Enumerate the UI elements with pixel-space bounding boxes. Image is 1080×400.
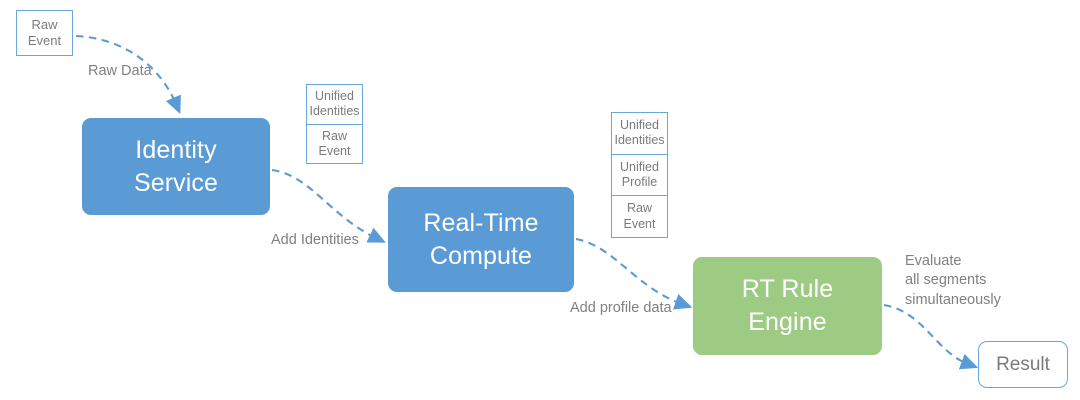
payload-stack-after-real-time-compute: Unified Identities Unified Profile Raw E… bbox=[611, 112, 668, 238]
payload-cell-unified-identities: Unified Identities bbox=[307, 85, 362, 125]
edge-label-evaluate-segments: Evaluate all segments simultaneously bbox=[905, 253, 1001, 308]
node-rt-rule-engine[interactable]: RT Rule Engine bbox=[693, 257, 882, 355]
node-identity-service[interactable]: Identity Service bbox=[82, 118, 270, 215]
payload-stack-after-identity-service: Unified Identities Raw Event bbox=[306, 84, 363, 164]
payload-cell-raw-event: Raw Event bbox=[318, 128, 351, 158]
node-result[interactable]: Result bbox=[978, 341, 1068, 388]
payload-cell-unified-profile: Unified Profile bbox=[612, 155, 667, 197]
edge-label-raw-data: Raw Data bbox=[88, 63, 152, 79]
node-raw-event-source[interactable]: Raw Event bbox=[16, 10, 73, 56]
edge-label-add-profile-data: Add profile data bbox=[570, 300, 672, 316]
node-real-time-compute[interactable]: Real-Time Compute bbox=[388, 187, 574, 292]
payload-cell-raw-event: Raw Event bbox=[623, 201, 656, 231]
edge-rt-rule-engine-to-result bbox=[883, 303, 979, 370]
edge-label-add-identities: Add Identities bbox=[271, 232, 359, 248]
edge-real-time-compute-to-rt-rule-engine bbox=[575, 237, 693, 310]
edge-identity-service-to-real-time-compute bbox=[271, 168, 386, 243]
payload-cell-unified-identities: Unified Identities bbox=[612, 113, 667, 155]
